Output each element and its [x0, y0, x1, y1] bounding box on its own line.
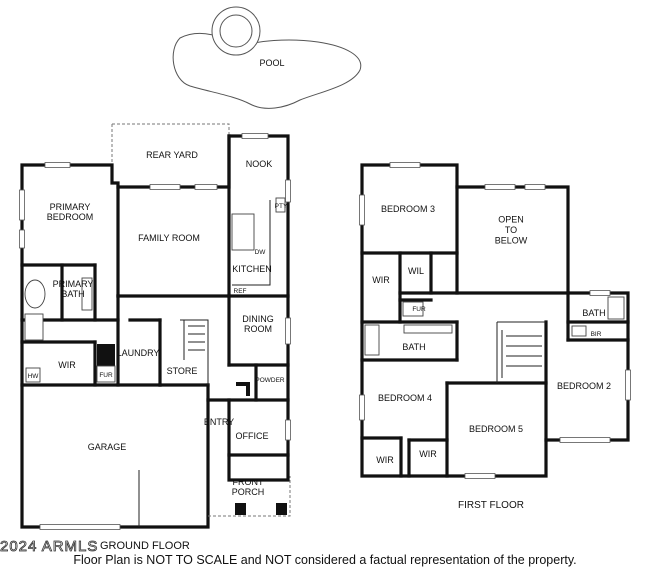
fur-ground-label: FUR [99, 372, 113, 379]
pty-label: PTY [275, 203, 288, 210]
fur-upper-box [402, 301, 424, 317]
first-floor-windows [359, 162, 631, 479]
bedroom4-label: BEDROOM 4 [378, 393, 432, 403]
rear-yard-outline [111, 123, 230, 187]
spa-inner [219, 14, 253, 48]
nook-label: NOOK [246, 159, 273, 169]
b2-toilet [571, 325, 587, 337]
hall-tub [364, 324, 380, 356]
bedroom3-label: BEDROOM 3 [381, 204, 435, 214]
first-floor-fixtures [364, 296, 625, 378]
hw-label: HW [28, 373, 40, 380]
garage-label: GARAGE [88, 442, 127, 452]
pool-area: POOL [172, 6, 362, 109]
kitchen-island [231, 213, 255, 251]
pool-outline [172, 32, 362, 109]
brand-watermark: 2024 ARMLS [0, 538, 99, 556]
hw-box [25, 367, 41, 383]
primary-tub [24, 279, 46, 309]
dw-label: DW [255, 249, 267, 256]
bedroom2-label: BEDROOM 2 [557, 381, 611, 391]
ground-floor-fixtures [24, 277, 291, 527]
wir-b4-label: WIR [376, 455, 394, 465]
kitchen-label: KITCHEN [232, 264, 272, 274]
laundry-label: LAUNDRY [117, 348, 160, 358]
ground-floor-title: GROUND FLOOR [100, 540, 190, 552]
rear-yard-label: REAR YARD [146, 150, 198, 160]
porch-column-right [276, 503, 287, 515]
disclaimer-text: Floor Plan is NOT TO SCALE and NOT consi… [73, 553, 577, 567]
wir-b3-label: WIR [372, 275, 390, 285]
family-room-label: FAMILY ROOM [138, 233, 200, 243]
ref-label: REF [234, 288, 247, 295]
wil-label: WIL [408, 266, 424, 276]
bir-label: BIR [591, 331, 602, 338]
bedroom5-label: BEDROOM 5 [469, 424, 523, 434]
store-label: STORE [167, 366, 198, 376]
fur-box [96, 365, 116, 383]
pantry-box [275, 197, 286, 213]
porch-outline [208, 476, 291, 517]
ground-floor-walls [20, 134, 290, 529]
bath-b2-label: BATH [582, 308, 605, 318]
hall-vanity [403, 324, 453, 334]
fur-upper-label: FUR [412, 306, 426, 313]
powder-label: POWDER [255, 377, 285, 384]
porch-column-left [235, 503, 246, 515]
entry-label: ENTRY [204, 417, 234, 427]
primary-vanity [81, 277, 93, 311]
bath-hall-label: BATH [402, 342, 425, 352]
entry-stair-mark [236, 382, 250, 396]
first-floor-title: FIRST FLOOR [458, 500, 524, 511]
stairs-upper [501, 330, 542, 378]
stairs-ground [183, 320, 205, 360]
wir-ground-label: WIR [58, 360, 76, 370]
b2-shower [607, 296, 625, 320]
primary-shower [24, 313, 44, 341]
office-label: OFFICE [236, 431, 269, 441]
pool-label: POOL [259, 58, 284, 68]
ground-floor-windows [19, 133, 291, 530]
wir-b5-label: WIR [419, 449, 437, 459]
furnace-block [97, 344, 115, 366]
